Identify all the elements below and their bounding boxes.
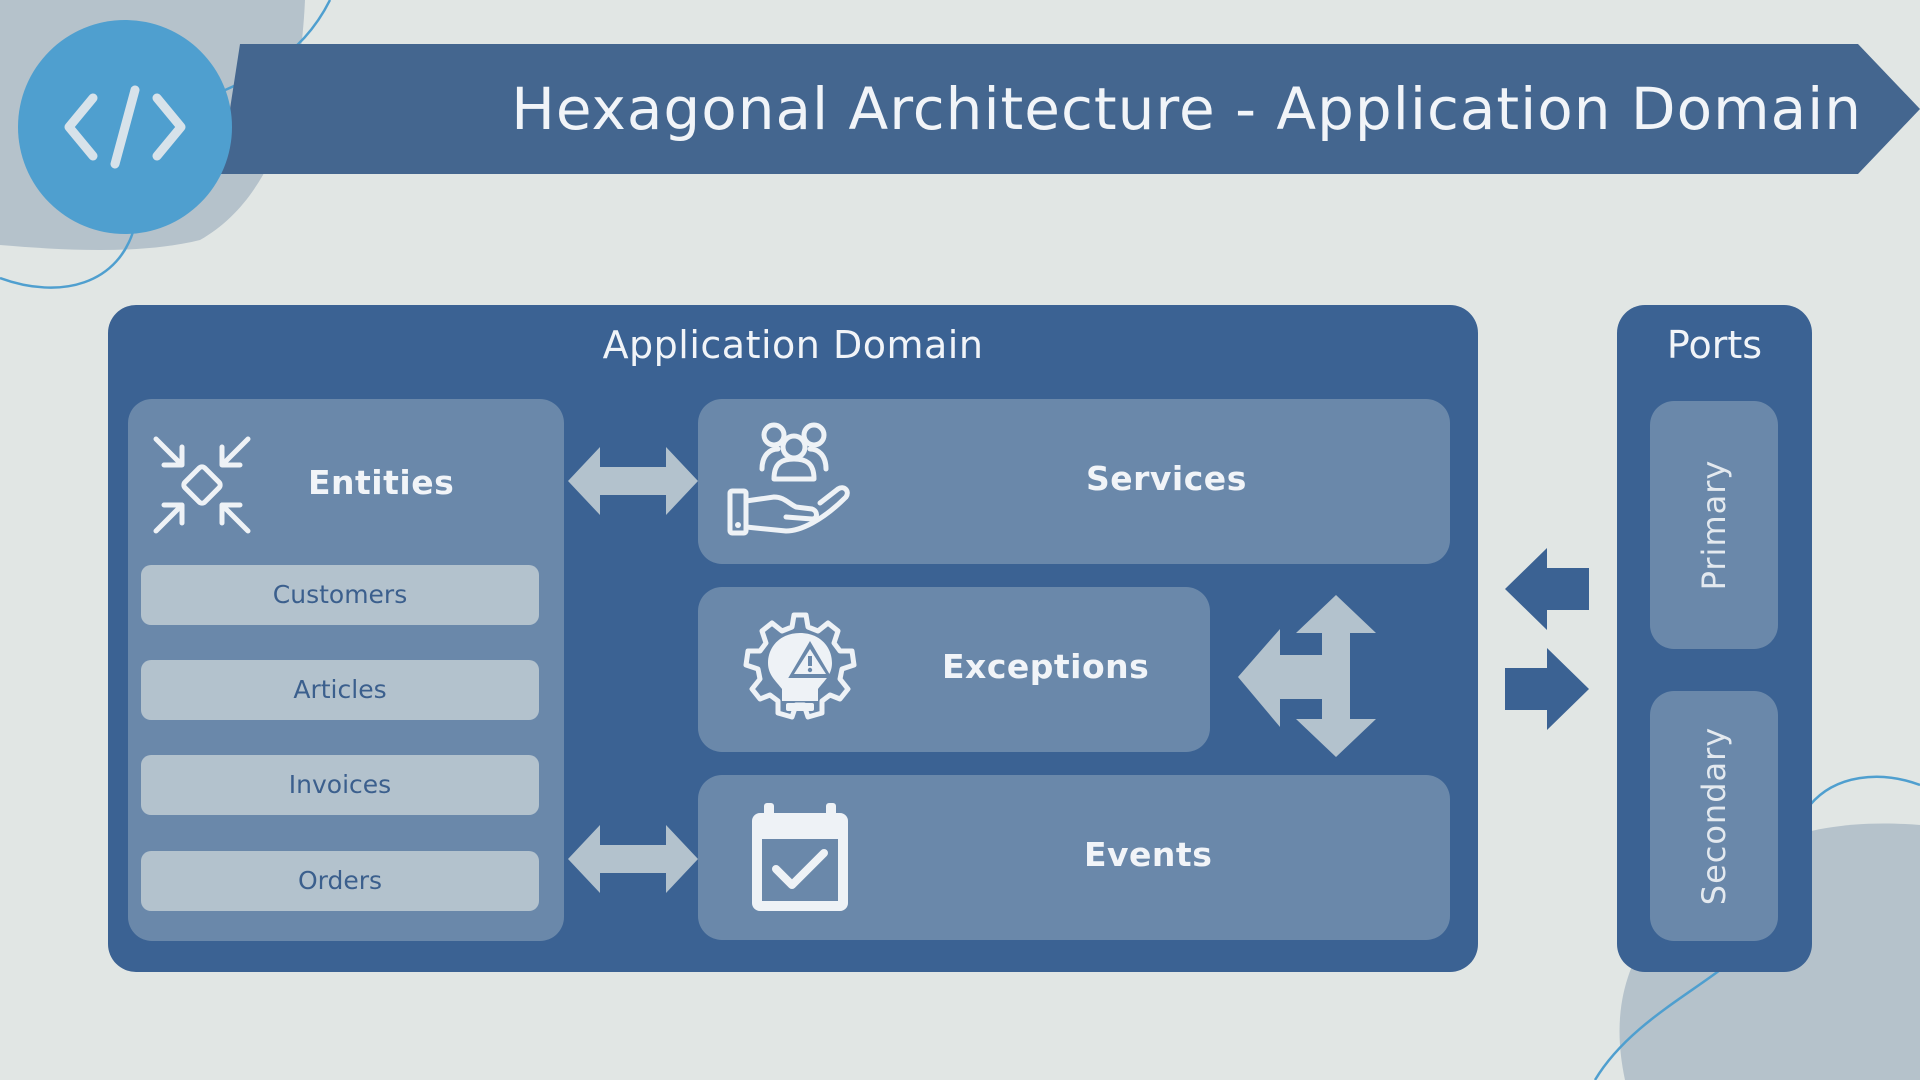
application-domain-panel: Application Domain Entities Customers Ar…: [108, 305, 1478, 972]
code-brackets-icon: [64, 85, 186, 169]
calendar-check-icon: [752, 803, 848, 911]
entity-orders: Orders: [141, 851, 539, 911]
port-secondary: Secondary: [1650, 691, 1778, 941]
header-banner: Hexagonal Architecture - Application Dom…: [220, 44, 1920, 174]
entity-customers: Customers: [141, 565, 539, 625]
exceptions-label: Exceptions: [942, 647, 1150, 686]
page-title: Hexagonal Architecture - Application Dom…: [511, 75, 1862, 143]
port-secondary-label: Secondary: [1695, 726, 1733, 906]
logo: [18, 20, 232, 234]
double-arrow-entities-events: [568, 825, 698, 893]
entities-box: Entities Customers Articles Invoices Ord…: [128, 399, 564, 941]
port-primary: Primary: [1650, 401, 1778, 649]
events-label: Events: [1084, 835, 1213, 874]
entities-title: Entities: [308, 463, 455, 502]
converge-arrows-icon: [153, 436, 251, 534]
arrow-right-to-ports: [1505, 648, 1589, 730]
arrow-left-from-ports: [1505, 548, 1589, 630]
services-label: Services: [1086, 459, 1247, 498]
banner-shape: [220, 44, 1920, 174]
exceptions-box: Exceptions: [698, 587, 1210, 752]
entity-invoices: Invoices: [141, 755, 539, 815]
ports-title: Ports: [1666, 323, 1763, 367]
events-box: Events: [698, 775, 1450, 940]
domain-panel-title: Application Domain: [602, 323, 984, 367]
people-hand-icon: [727, 422, 850, 536]
gear-bulb-warning-icon: [743, 612, 857, 720]
three-way-arrow: [1238, 595, 1376, 757]
port-primary-label: Primary: [1695, 459, 1733, 591]
ports-panel: Ports Primary Secondary: [1617, 305, 1812, 972]
services-box: Services: [698, 399, 1450, 564]
double-arrow-entities-services: [568, 447, 698, 515]
entity-articles: Articles: [141, 660, 539, 720]
